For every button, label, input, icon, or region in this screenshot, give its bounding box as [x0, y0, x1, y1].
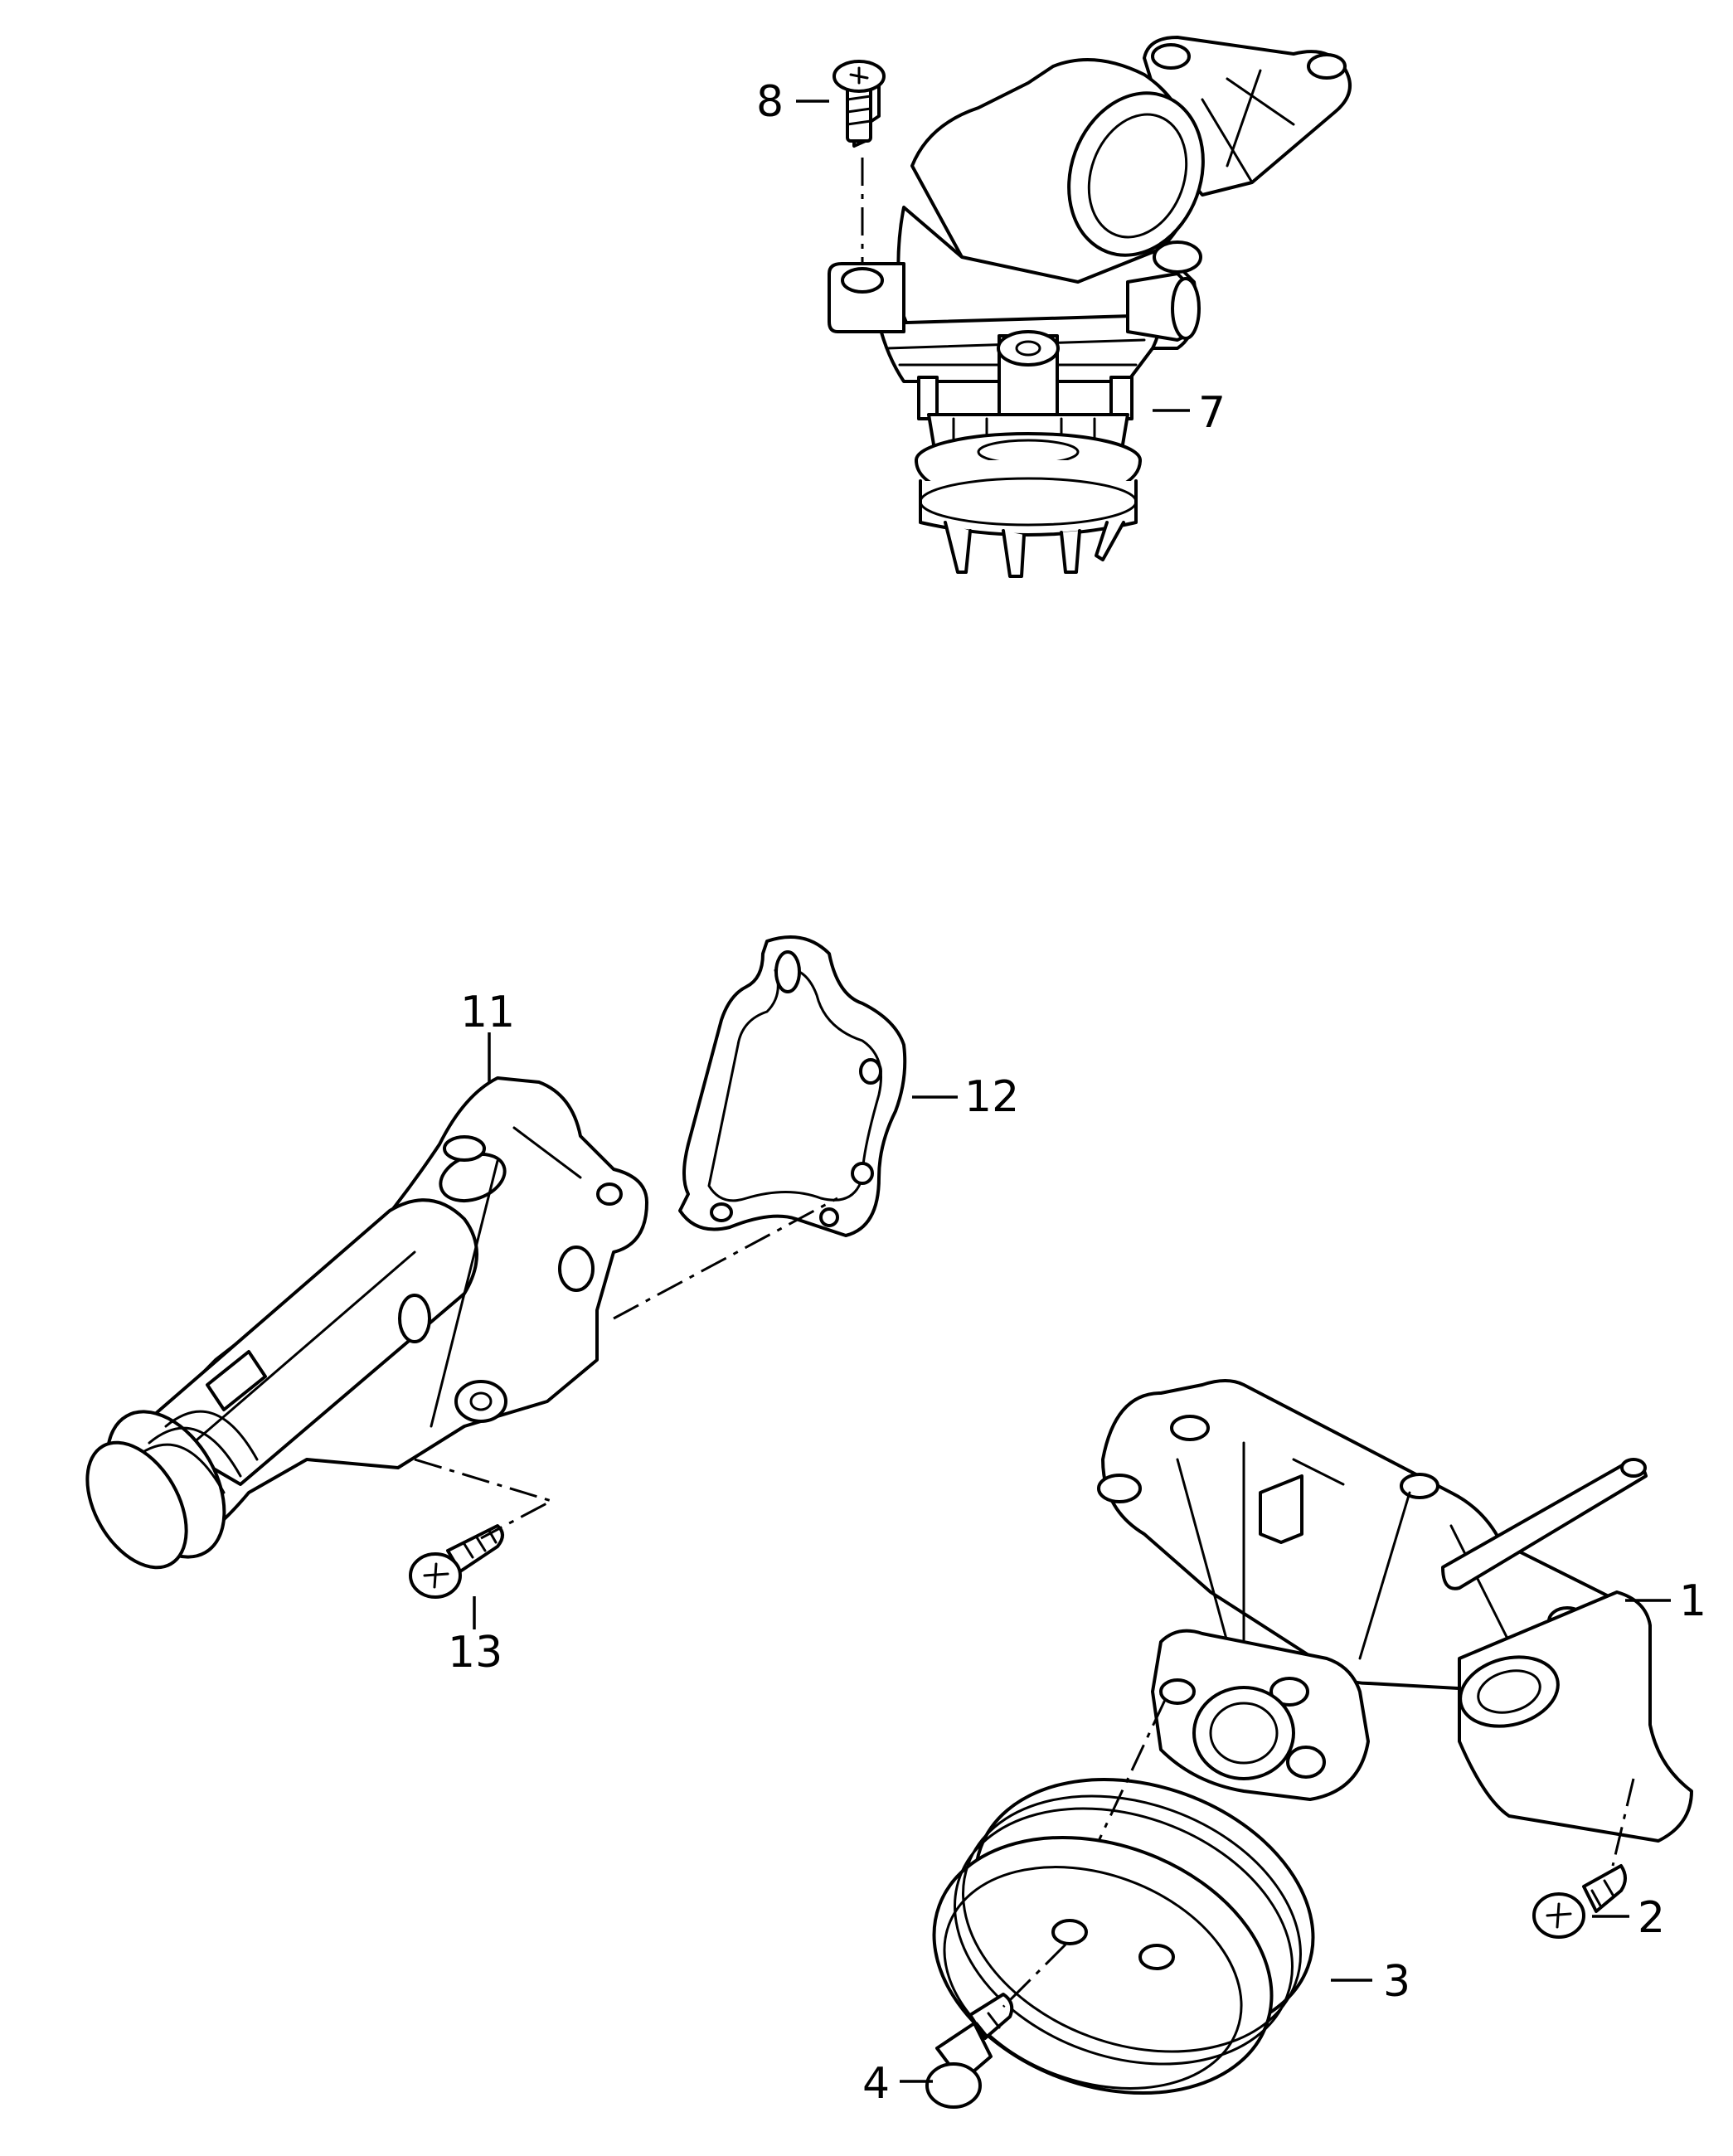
assembly-line-4 [1002, 1943, 1067, 2008]
callout-3: 3 [1383, 1957, 1410, 2007]
part-2-screw[interactable] [1532, 1864, 1627, 1939]
callout-12: 12 [964, 1072, 1019, 1122]
assembly-line-2 [1611, 1778, 1635, 1867]
part-7-thermostat-housing[interactable] [828, 36, 1352, 578]
part-8-screw[interactable] [833, 60, 886, 148]
assembly-line-3 [1097, 1699, 1167, 1842]
callout-4: 4 [862, 2059, 890, 2109]
callout-13: 13 [448, 1628, 502, 1678]
part-4-bolt[interactable] [925, 1993, 1014, 2109]
callout-7: 7 [1198, 388, 1226, 438]
part-3-pulley[interactable] [898, 1735, 1349, 2138]
assembly-line-13 [414, 1458, 555, 1540]
callout-11: 11 [460, 988, 515, 1037]
callout-1: 1 [1679, 1576, 1706, 1626]
callout-8: 8 [756, 77, 784, 127]
part-11-coolant-flange[interactable] [67, 1076, 648, 1585]
part-13-screw[interactable] [409, 1524, 504, 1599]
part-1-water-pump[interactable] [1097, 1379, 1693, 1843]
callout-2: 2 [1638, 1893, 1665, 1943]
part-12-gasket[interactable] [678, 935, 907, 1237]
assembly-line-12 [613, 1197, 838, 1320]
